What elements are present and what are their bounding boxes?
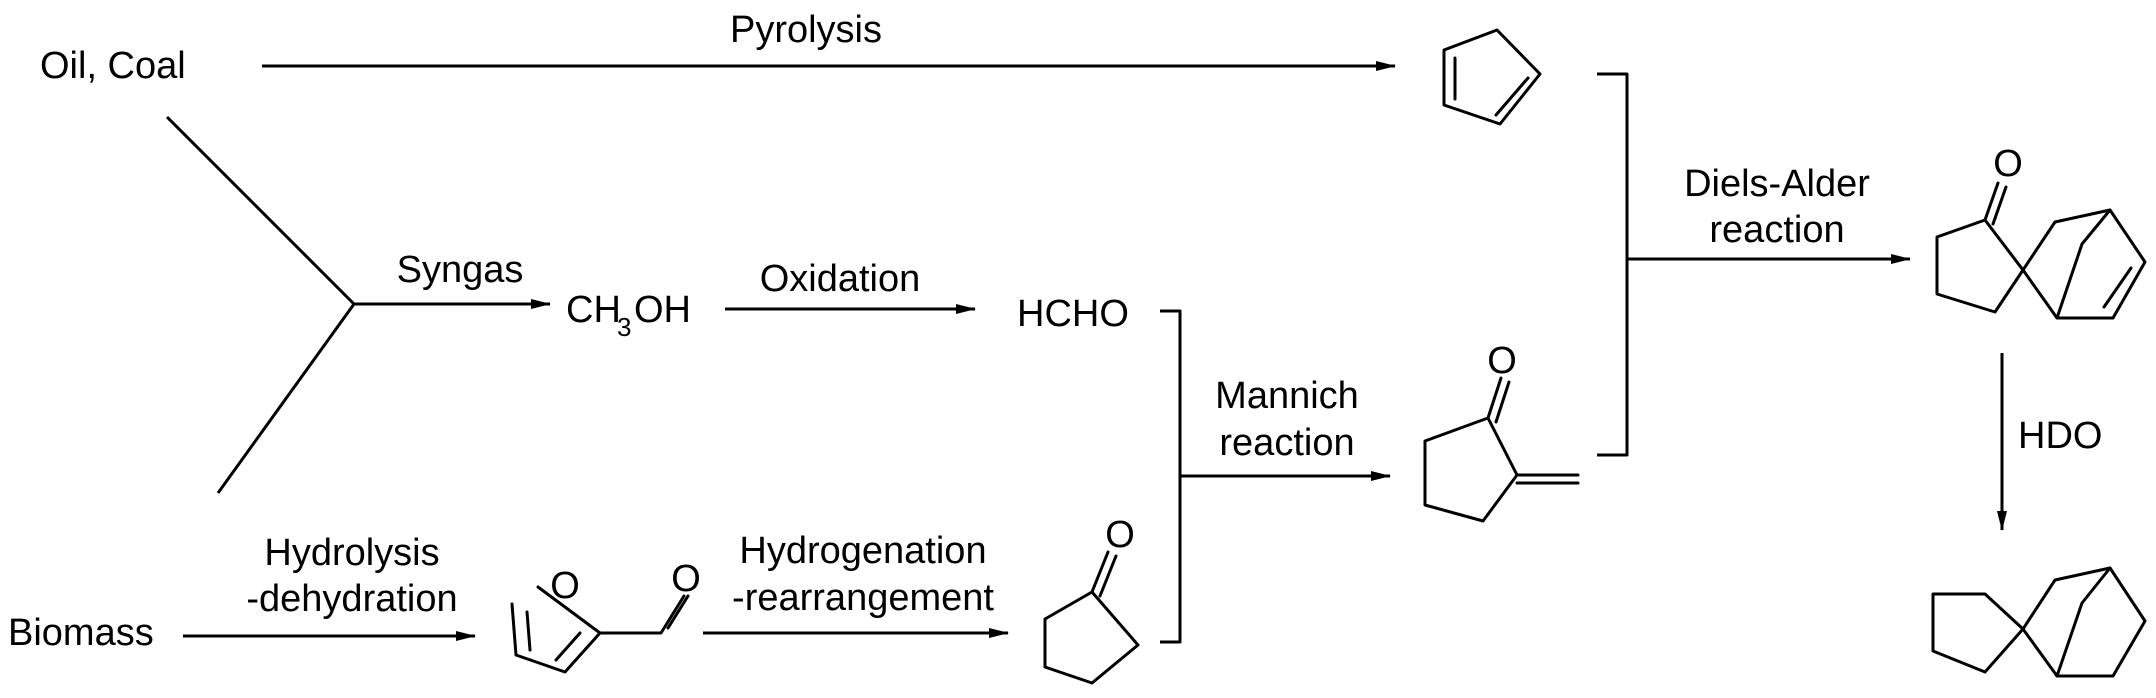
spiro-hydrocarbon-norbornane-ring xyxy=(2021,566,2147,678)
cyclopentadiene-molecule xyxy=(1442,28,1542,126)
spiro-ketone-alkene-double-bond xyxy=(2102,266,2133,309)
cyclopentanone-molecule: O xyxy=(1043,514,1140,685)
mannich-label-line2: reaction xyxy=(1219,422,1354,464)
formaldehyde-formula: HCHO xyxy=(1017,293,1129,335)
spiro-ketone-oxygen-label: O xyxy=(1993,143,2023,185)
hydrogenation-label-line2: -rearrangement xyxy=(732,577,994,619)
methylenecyclopentanone-ring xyxy=(1423,416,1519,523)
methylenecyclopentanone-carbonyl-bond-a xyxy=(1486,376,1503,420)
furan-double-bond-c4 xyxy=(554,631,582,662)
mannich-label-line1: Mannich xyxy=(1215,375,1359,417)
aldehyde-oxygen-label: O xyxy=(671,558,701,600)
oil-coal-label: Oil, Coal xyxy=(40,45,186,87)
furan-ring-bonds xyxy=(510,585,602,674)
diels-alder-label-line2: reaction xyxy=(1709,209,1844,251)
spiro-ketone-norbornene-ring xyxy=(2021,208,2147,320)
methylenecyclopentanone-oxygen-label: O xyxy=(1487,340,1517,382)
diels-alder-bracket xyxy=(1597,72,1629,457)
pyrolysis-label: Pyrolysis xyxy=(730,9,882,51)
diels-alder-label-line1: Diels-Alder xyxy=(1684,163,1870,205)
syngas-label: Syngas xyxy=(397,249,524,291)
spiro-ketone-methylene-bridge xyxy=(2055,208,2112,320)
aldehyde-double-bond xyxy=(666,594,690,630)
spiro-hydrocarbon-methylene-bridge xyxy=(2055,566,2112,678)
furan-double-bond-c2 xyxy=(525,610,532,652)
hdo-label: HDO xyxy=(2018,415,2102,457)
spiro-ketone-carbonyl-bond-a xyxy=(1983,181,2000,222)
furan-oxygen-label: O xyxy=(550,565,580,607)
biomass-convergence-line xyxy=(216,303,356,494)
spiro-ketone-cyclopentanone-ring xyxy=(1935,218,2025,314)
cyclopentanone-ring xyxy=(1043,590,1140,685)
mannich-bracket xyxy=(1160,309,1182,644)
oil-coal-convergence-line xyxy=(165,115,356,306)
oxidation-label: Oxidation xyxy=(760,258,921,300)
methanol-formula: CH 3 OH xyxy=(566,289,691,342)
methanol-subscript: 3 xyxy=(617,312,631,342)
hydrolysis-label-line1: Hydrolysis xyxy=(264,532,439,574)
spiro-hydrocarbon-molecule xyxy=(1931,566,2147,678)
cyclopentanone-oxygen-label: O xyxy=(1105,514,1135,556)
spiro-ketone-molecule: O xyxy=(1935,143,2147,320)
hydrolysis-label-line2: -dehydration xyxy=(246,578,457,620)
biomass-label: Biomass xyxy=(8,612,154,654)
methanol-prefix: CH xyxy=(566,289,621,331)
spiro-hydrocarbon-cyclopentane-ring xyxy=(1931,592,2025,674)
methylenecyclopentanone-molecule: O xyxy=(1423,340,1580,523)
cyclopentadiene-ring xyxy=(1442,28,1542,126)
spiro-ketone-carbonyl-bond-b xyxy=(1991,185,2008,226)
cyclopentadiene-double-bond-right xyxy=(1494,76,1530,117)
cyclopentanone-carbonyl-bond-a xyxy=(1090,550,1110,594)
cyclopentanone-carbonyl-bond-b xyxy=(1098,554,1118,598)
aldehyde-chain-bonds xyxy=(598,594,686,635)
methanol-suffix: OH xyxy=(634,289,691,331)
hydrogenation-label-line1: Hydrogenation xyxy=(739,530,986,572)
methylenecyclopentanone-carbonyl-bond-b xyxy=(1494,380,1511,424)
furfural-molecule: O O xyxy=(510,558,701,674)
